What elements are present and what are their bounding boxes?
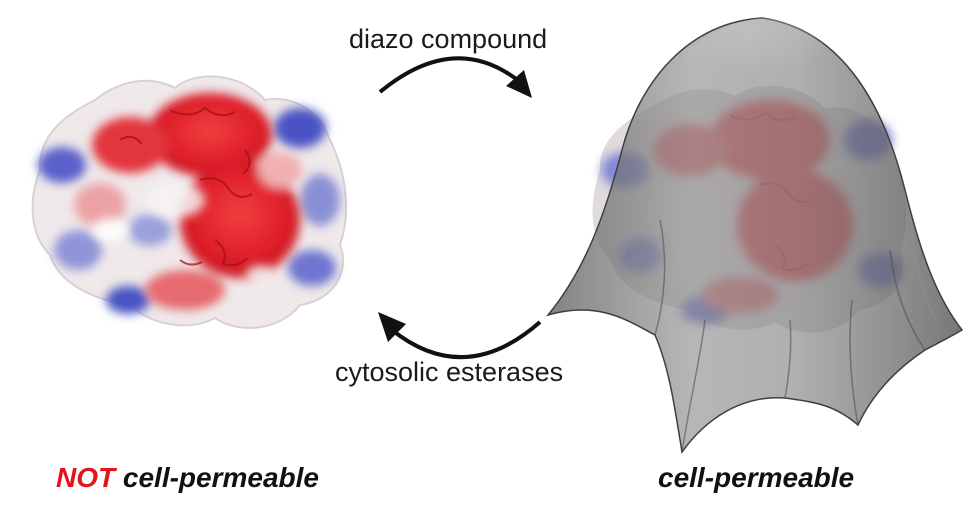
cloak-cloth [545, 17, 964, 454]
cloaked-protein [545, 17, 964, 454]
right-caption: cell-permeable [658, 462, 855, 493]
curved-arrow-right-icon [378, 56, 532, 98]
forward-reaction-label: diazo compound [349, 24, 548, 54]
reverse-reaction-label: cytosolic esterases [335, 357, 564, 387]
protein-surface [31, 75, 348, 329]
left-caption: NOT cell-permeable [56, 462, 319, 494]
curved-arrow-left-icon [378, 312, 542, 359]
left-caption-text: cell-permeable [115, 462, 319, 493]
not-emphasis: NOT [56, 462, 116, 493]
